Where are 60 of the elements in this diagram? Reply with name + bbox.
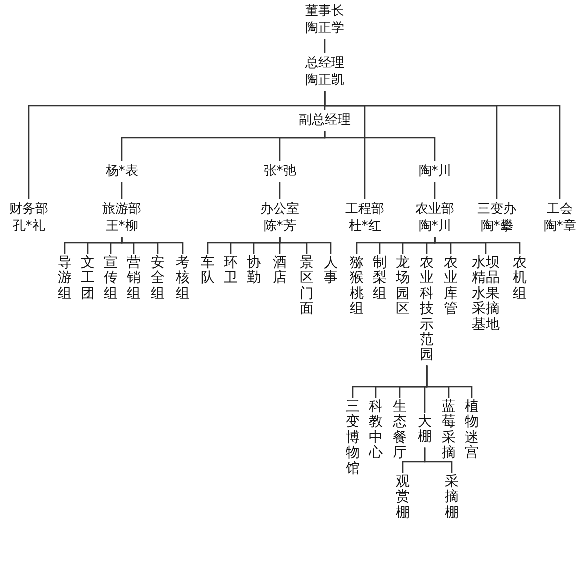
position-title: 副总经理 bbox=[299, 112, 351, 129]
connector-line bbox=[424, 448, 453, 473]
group-label: 文工团 bbox=[81, 256, 95, 302]
position-title: 财务部 bbox=[10, 201, 48, 218]
position-title: 陶*川 bbox=[418, 163, 452, 180]
person-name: 王*柳 bbox=[104, 218, 140, 235]
connector-line bbox=[121, 182, 123, 199]
person-name: 陶正凯 bbox=[306, 72, 344, 89]
group-label: 龙场园区 bbox=[396, 256, 410, 318]
group-label: 农机组 bbox=[513, 256, 527, 302]
group-label: 大棚 bbox=[418, 415, 432, 446]
group-label: 三变博物馆 bbox=[346, 400, 360, 477]
person-name: 陈*芳 bbox=[262, 218, 298, 235]
group-label: 导游组 bbox=[58, 256, 72, 302]
group-label: 环卫 bbox=[224, 256, 238, 287]
group-label: 人事 bbox=[324, 256, 338, 287]
group-label: 协勤 bbox=[247, 256, 261, 287]
position-title: 三变办 bbox=[478, 201, 516, 218]
group-label: 植物迷宫 bbox=[465, 400, 479, 462]
connector-line bbox=[121, 237, 184, 254]
position-title: 办公室 bbox=[260, 201, 300, 218]
connector-line bbox=[434, 182, 436, 199]
position-title: 张*弛 bbox=[264, 163, 296, 180]
group-label: 科教中心 bbox=[369, 400, 383, 462]
group-label: 制梨组 bbox=[373, 256, 387, 302]
person-name: 陶*川 bbox=[418, 218, 452, 235]
connector-line bbox=[434, 237, 521, 254]
connector-line bbox=[324, 39, 326, 53]
group-label: 景区门面 bbox=[300, 256, 314, 318]
connector-line bbox=[279, 237, 332, 254]
group-label: 营销组 bbox=[127, 256, 141, 302]
position-title: 杨*表 bbox=[106, 163, 138, 180]
connector-line bbox=[426, 366, 473, 398]
person-name: 杜*红 bbox=[348, 218, 382, 235]
position-title: 旅游部 bbox=[102, 201, 142, 218]
group-label: 安全组 bbox=[151, 256, 165, 302]
person-name: 陶*章 bbox=[544, 218, 576, 235]
group-label: 农业科技示范园 bbox=[420, 256, 434, 364]
person-name: 陶正学 bbox=[306, 20, 344, 37]
person-name: 孔*礼 bbox=[12, 218, 46, 235]
connector-line bbox=[324, 91, 561, 199]
group-label: 车队 bbox=[201, 256, 215, 287]
position-title: 总经理 bbox=[306, 55, 344, 72]
position-title: 董事长 bbox=[306, 3, 344, 20]
group-label: 猕猴桃组 bbox=[350, 256, 364, 318]
position-title: 工程部 bbox=[346, 201, 384, 218]
connector-line bbox=[279, 182, 281, 199]
connector-line bbox=[324, 131, 436, 161]
group-label: 考核组 bbox=[176, 256, 190, 302]
group-label: 酒店 bbox=[273, 256, 287, 287]
group-label: 蓝莓采摘 bbox=[442, 400, 456, 462]
group-label: 观赏棚 bbox=[396, 475, 410, 522]
group-label: 生态餐厅 bbox=[393, 400, 407, 462]
group-label: 宣传组 bbox=[104, 256, 118, 302]
position-title: 农业部 bbox=[416, 201, 454, 218]
group-label: 农业库管 bbox=[444, 256, 458, 318]
group-label: 水坝精品水果采摘基地 bbox=[472, 256, 500, 333]
position-title: 工会 bbox=[546, 201, 574, 218]
group-label: 采摘棚 bbox=[445, 475, 459, 522]
person-name: 陶*攀 bbox=[480, 218, 514, 235]
